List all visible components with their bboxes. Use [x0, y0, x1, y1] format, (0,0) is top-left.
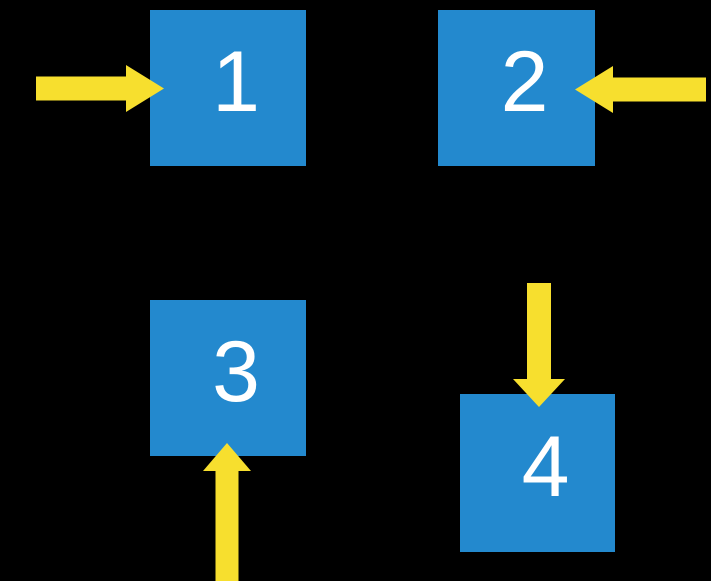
node-label-3: 3 [212, 324, 260, 420]
arrow-down-into-node-4 [513, 283, 565, 407]
arrow-up-into-node-3 [203, 443, 251, 581]
node-label-2: 2 [500, 34, 549, 130]
node-box-4[interactable]: 4 [460, 394, 615, 552]
node-label-4: 4 [521, 419, 570, 515]
node-box-3[interactable]: 3 [150, 300, 306, 456]
node-box-1[interactable]: 1 [150, 10, 306, 166]
node-label-1: 1 [212, 34, 260, 130]
arrow-left-into-node-2 [575, 65, 706, 113]
arrow-right-into-node-1 [36, 64, 164, 112]
node-box-2[interactable]: 2 [438, 10, 595, 166]
